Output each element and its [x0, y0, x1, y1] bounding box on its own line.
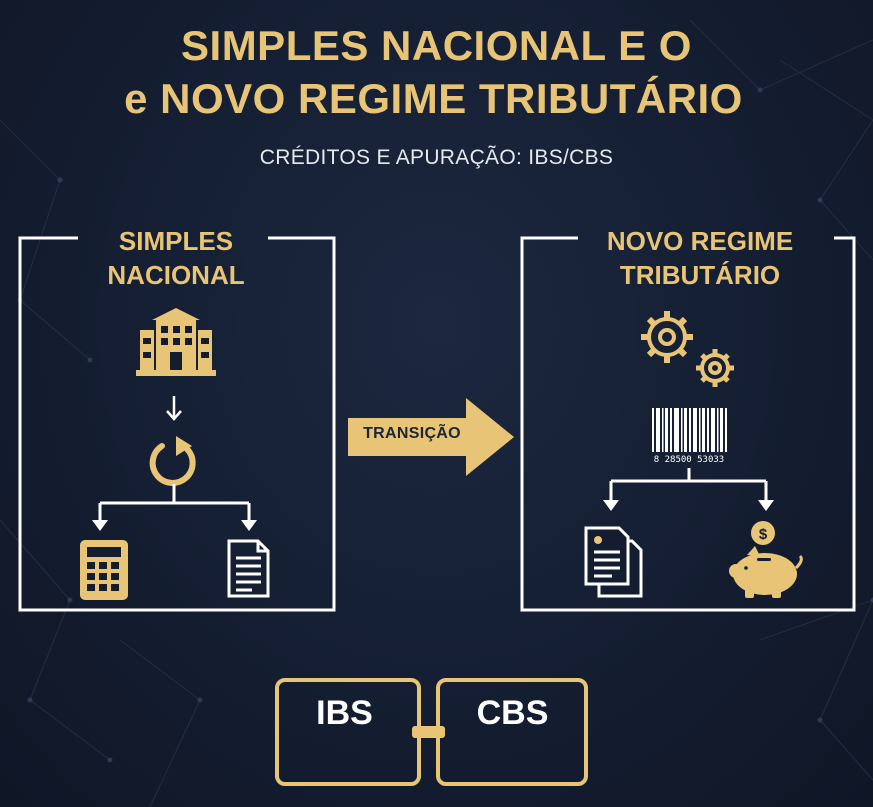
barcode-icon — [652, 408, 727, 452]
piggy-bank-icon: $ — [729, 521, 803, 598]
documents-icon — [584, 526, 643, 598]
title-line-2: e NOVO REGIME TRIBUTÁRIO — [124, 75, 743, 122]
coin-dollar-sign: $ — [759, 526, 768, 543]
puzzle-connector — [412, 726, 445, 738]
right-branch-arrows — [603, 468, 774, 511]
title-line-1: SIMPLES NACIONAL E O — [181, 22, 692, 69]
refresh-icon — [149, 436, 196, 486]
right-panel-frame — [520, 236, 856, 612]
gears-icon — [641, 311, 734, 387]
calculator-icon — [80, 540, 128, 600]
barcode-digits: 8 28500 53033 — [654, 455, 724, 465]
transition-label: TRANSIÇÃO — [363, 425, 461, 442]
left-branch-arrows — [92, 484, 257, 531]
transition-arrow — [348, 398, 514, 476]
right-panel-title: NOVO REGIME TRIBUTÁRIO — [606, 226, 794, 290]
subtitle: CRÉDITOS E APURAÇÃO: IBS/CBS — [259, 146, 614, 169]
left-panel-frame — [18, 236, 336, 612]
ibs-label: IBS — [316, 694, 373, 732]
cbs-label: CBS — [476, 694, 549, 732]
document-icon — [227, 539, 270, 598]
down-arrow-icon — [166, 396, 182, 421]
left-panel-title: SIMPLES NACIONAL — [107, 226, 245, 290]
building-icon — [136, 308, 216, 376]
